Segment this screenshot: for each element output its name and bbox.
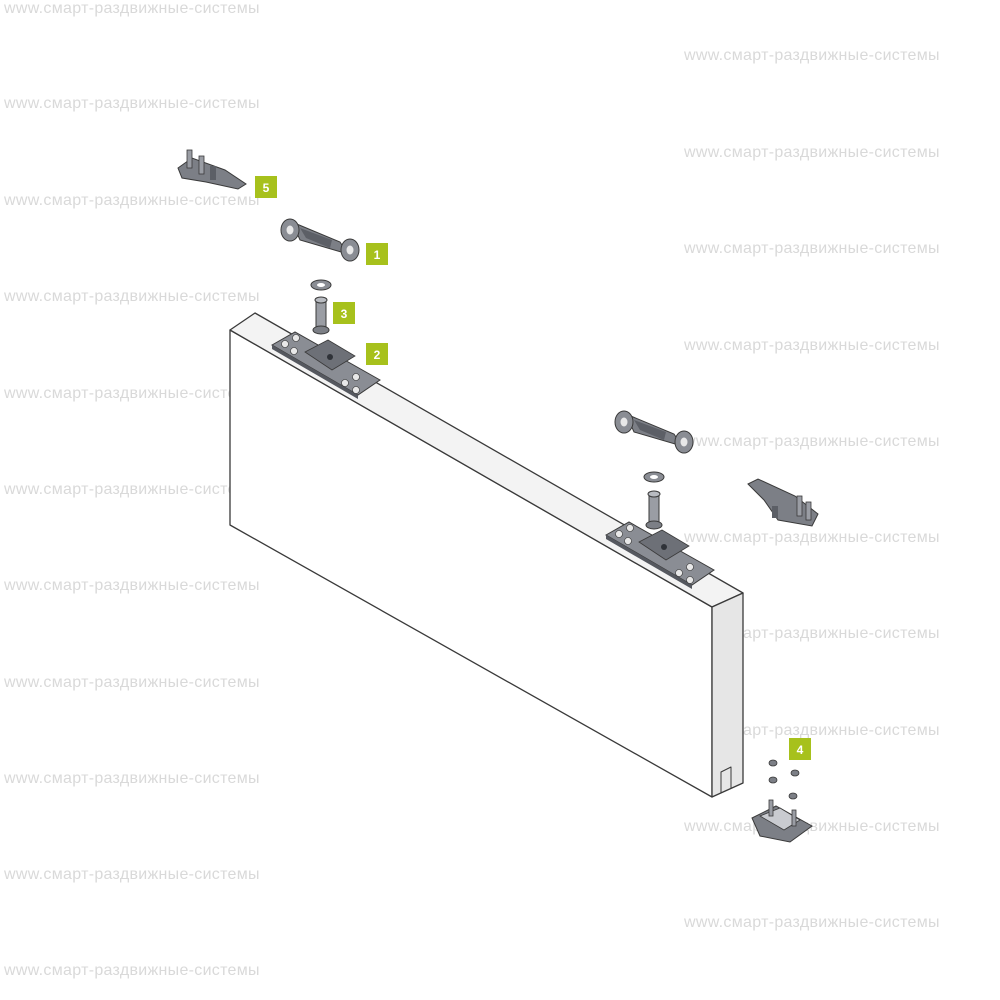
callout-1: 1 [366, 243, 388, 265]
watermark: www.смарт-раздвижные-системы [684, 337, 940, 354]
roller-carriage-left [280, 218, 360, 262]
watermark: www.смарт-раздвижные-системы [684, 47, 940, 64]
mounting-plate-left [270, 331, 381, 399]
watermark: www.смарт-раздвижные-системы [684, 914, 940, 931]
watermark: www.смарт-раздвижные-системы [4, 481, 260, 498]
callout-label: 2 [374, 348, 381, 362]
callout-label: 4 [797, 743, 804, 757]
watermark: www.смарт-раздвижные-системы [4, 192, 260, 209]
bolt-nut-right [643, 471, 665, 530]
callout-2: 2 [366, 343, 388, 365]
watermark: www.смарт-раздвижные-системы [684, 529, 940, 546]
roller-carriage-right [614, 410, 694, 454]
stopper-right [747, 478, 819, 527]
callout-label: 5 [263, 181, 270, 195]
callout-label: 1 [374, 248, 381, 262]
callout-label: 3 [341, 307, 348, 321]
watermark: www.смарт-раздвижные-системы [4, 674, 260, 691]
callout-3: 3 [333, 302, 355, 324]
watermark: www.смарт-раздвижные-системы [4, 95, 260, 112]
watermark: www.смарт-раздвижные-системы [684, 240, 940, 257]
callout-4: 4 [789, 738, 811, 760]
watermark: www.смарт-раздвижные-системы [4, 288, 260, 305]
watermark: www.смарт-раздвижные-системы [4, 0, 260, 17]
watermark: www.смарт-раздвижные-системы [4, 962, 260, 979]
mounting-plate-right [604, 521, 715, 589]
watermark: www.смарт-раздвижные-системы [4, 770, 260, 787]
floor-guide [751, 759, 813, 843]
watermark: www.смарт-раздвижные-системы [4, 577, 260, 594]
callout-5: 5 [255, 176, 277, 198]
watermark: www.смарт-раздвижные-системы [4, 385, 260, 402]
watermark: www.смарт-раздвижные-системы [684, 625, 940, 642]
bottom-groove [720, 766, 732, 793]
watermark: www.смарт-раздвижные-системы [684, 144, 940, 161]
watermark: www.смарт-раздвижные-системы [684, 722, 940, 739]
bolt-nut-left [310, 279, 332, 335]
watermark: www.смарт-раздвижные-системы [684, 433, 940, 450]
stopper-left [177, 149, 247, 190]
watermark: www.смарт-раздвижные-системы [4, 866, 260, 883]
door-side-edge [711, 592, 744, 798]
